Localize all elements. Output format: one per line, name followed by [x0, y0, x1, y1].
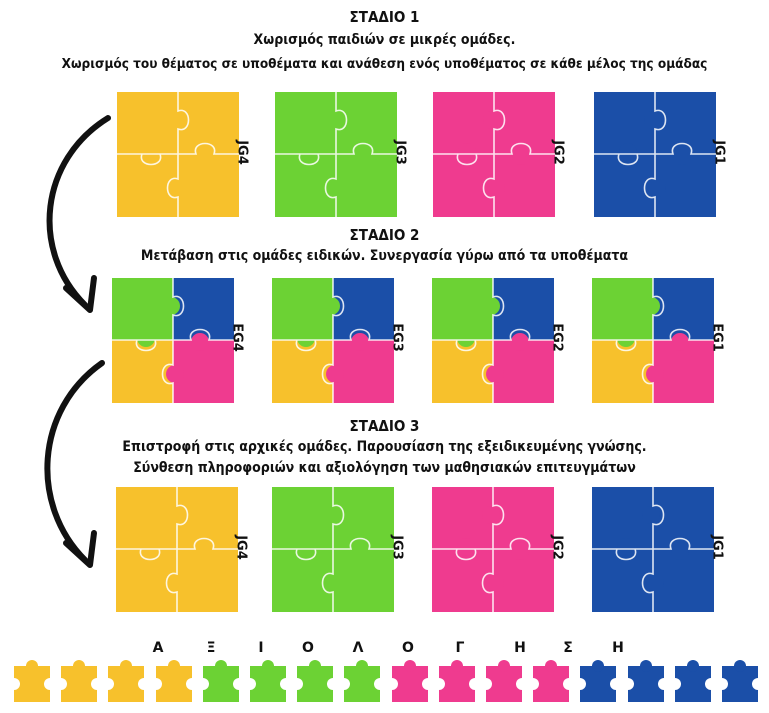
evaluation-letter: Ι — [258, 640, 264, 656]
puzzle-stage3-jg2 — [432, 487, 554, 612]
evaluation-letter: Σ — [563, 640, 573, 656]
evaluation-puzzle-tile — [340, 660, 385, 702]
label-stage3-jg1: JG1 — [709, 535, 725, 560]
puzzle-stage2-eg4 — [112, 278, 234, 403]
label-stage3-jg3: JG3 — [389, 535, 405, 560]
label-stage1-jg2: JG2 — [550, 140, 566, 165]
stage3-line2: Σύνθεση πληροφοριών και αξιολόγηση των μ… — [133, 460, 636, 476]
evaluation-puzzle-tile — [482, 660, 526, 702]
evaluation-letter: Η — [514, 640, 526, 656]
label-stage2-eg3: EG3 — [389, 323, 405, 352]
puzzle-stage3-jg4 — [116, 487, 238, 612]
arrow-stage2-to-stage3 — [44, 360, 105, 568]
evaluation-letter: Γ — [455, 640, 465, 656]
evaluation-puzzle-tile — [623, 660, 668, 702]
puzzle-stage3-jg1 — [592, 487, 714, 612]
label-stage3-jg2: JG2 — [549, 535, 565, 560]
puzzle-stage2-eg2 — [432, 278, 554, 403]
puzzle-stage1-jg3 — [275, 92, 397, 217]
puzzle-stage3-jg3 — [272, 487, 394, 612]
stage3-title: ΣΤΑΔΙΟ 3 — [349, 417, 420, 435]
evaluation-puzzle-tile — [387, 660, 432, 702]
stage2-title: ΣΤΑΔΙΟ 2 — [349, 226, 420, 244]
label-stage1-jg4: JG4 — [234, 140, 250, 165]
evaluation-puzzle-tile — [104, 660, 149, 702]
evaluation-puzzle-tile — [57, 660, 102, 702]
stage3-line1: Επιστροφή στις αρχικές ομάδες. Παρουσίασ… — [122, 439, 647, 455]
label-stage2-eg1: EG1 — [709, 323, 725, 352]
puzzle-stage1-jg2 — [433, 92, 555, 217]
evaluation-puzzle-tile — [151, 660, 196, 702]
evaluation-puzzle-tile — [246, 660, 290, 702]
stage2-line1: Μετάβαση στις ομάδες ειδικών. Συνεργασία… — [140, 248, 629, 264]
evaluation-puzzle-tile — [718, 660, 762, 702]
evaluation-letter: Λ — [352, 640, 364, 656]
label-stage1-jg1: JG1 — [711, 140, 727, 165]
label-stage2-eg4: EG4 — [229, 323, 245, 352]
label-stage1-jg3: JG3 — [392, 140, 408, 165]
puzzle-stage2-eg3 — [272, 278, 394, 403]
evaluation-letter: Ο — [402, 640, 414, 656]
stage1-line1: Χωρισμός παιδιών σε μικρές ομάδες. — [253, 32, 516, 48]
evaluation-puzzle-tile — [670, 660, 715, 702]
puzzle-stage1-jg4 — [117, 92, 239, 217]
evaluation-puzzle-tile — [293, 660, 338, 702]
label-stage3-jg4: JG4 — [233, 535, 249, 560]
puzzle-stage2-eg1 — [592, 278, 714, 403]
evaluation-puzzle-tile — [434, 660, 479, 702]
evaluation-letter: Ξ — [206, 640, 216, 656]
stage1-title: ΣΤΑΔΙΟ 1 — [349, 8, 420, 26]
evaluation-letter: Η — [612, 640, 624, 656]
evaluation-puzzle-tile — [529, 660, 574, 702]
evaluation-puzzle-tile — [10, 660, 54, 702]
label-stage2-eg2: EG2 — [549, 323, 565, 352]
evaluation-letter: Ο — [302, 640, 314, 656]
arrow-stage1-to-stage2 — [46, 115, 111, 313]
puzzle-stage1-jg1 — [594, 92, 716, 217]
evaluation-letter: Α — [152, 640, 164, 656]
evaluation-puzzle-tile — [198, 660, 243, 702]
stage1-line2: Χωρισμός του θέματος σε υποθέματα και αν… — [61, 56, 708, 72]
evaluation-puzzle-tile — [576, 660, 621, 702]
